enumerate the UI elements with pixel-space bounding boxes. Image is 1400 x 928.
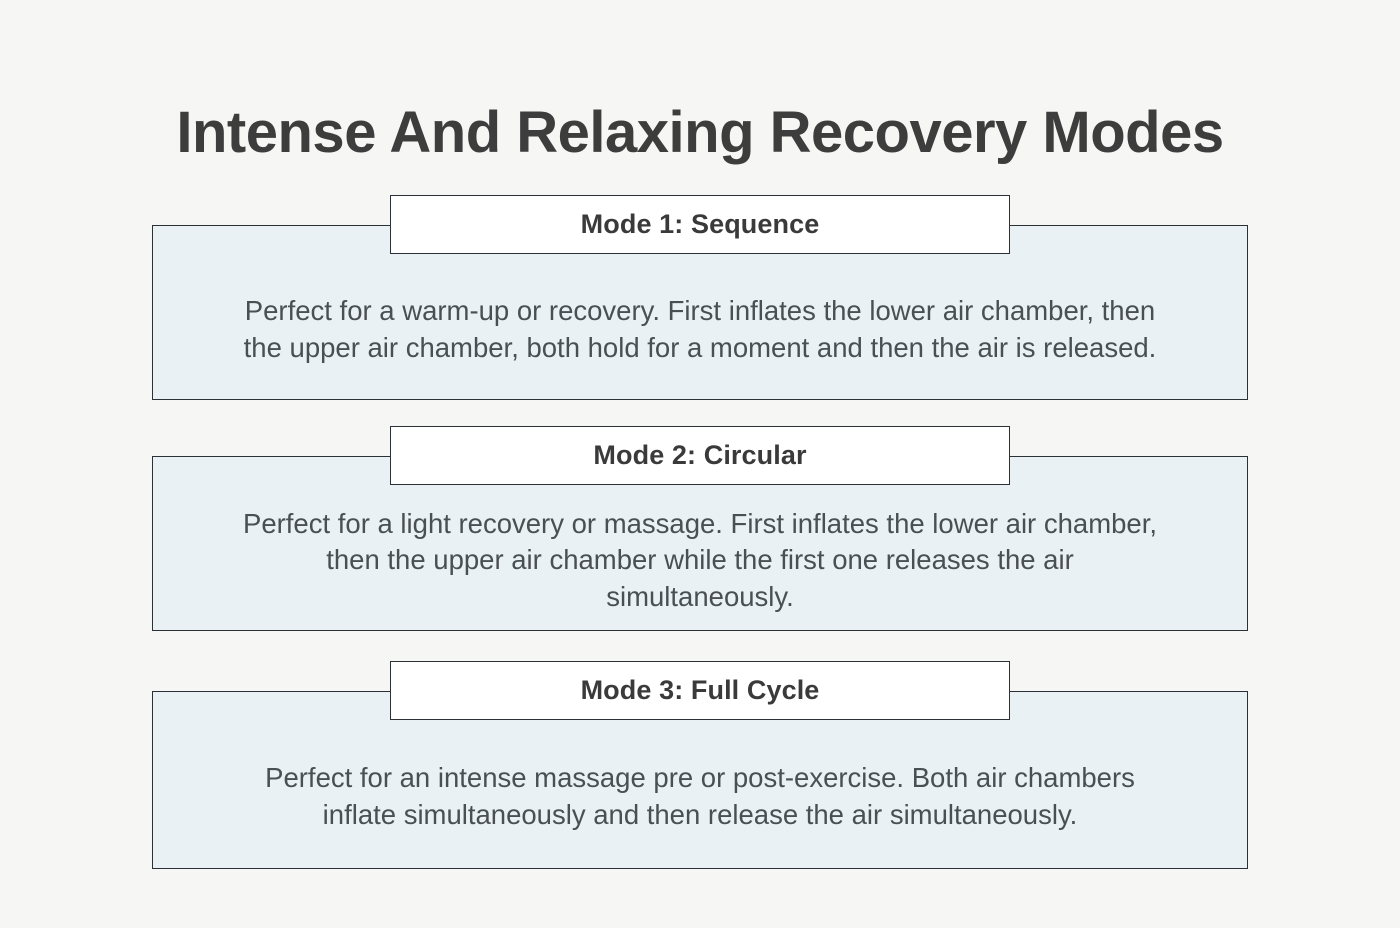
page-title: Intense And Relaxing Recovery Modes bbox=[176, 99, 1224, 165]
mode-card-body-text: Perfect for a light recovery or massage.… bbox=[243, 507, 1157, 612]
mode-card-body-text: Perfect for an intense massage pre or po… bbox=[265, 762, 1135, 830]
mode-card-body: Perfect for a warm-up or recovery. First… bbox=[152, 225, 1248, 400]
mode-card-header-text: Mode 3: Full Cycle bbox=[580, 675, 820, 705]
mode-card-body-text: Perfect for a warm-up or recovery. First… bbox=[243, 294, 1157, 363]
mode-card-body: Perfect for an intense massage pre or po… bbox=[152, 691, 1248, 869]
mode-card-header: Mode 1: Sequence bbox=[390, 195, 1010, 254]
mode-card-body: Perfect for a light recovery or massage.… bbox=[152, 456, 1248, 631]
mode-card-header-text: Mode 2: Circular bbox=[593, 440, 807, 470]
mode-card-header: Mode 3: Full Cycle bbox=[390, 661, 1010, 720]
mode-card-header-text: Mode 1: Sequence bbox=[580, 209, 820, 239]
mode-card-header: Mode 2: Circular bbox=[390, 426, 1010, 485]
